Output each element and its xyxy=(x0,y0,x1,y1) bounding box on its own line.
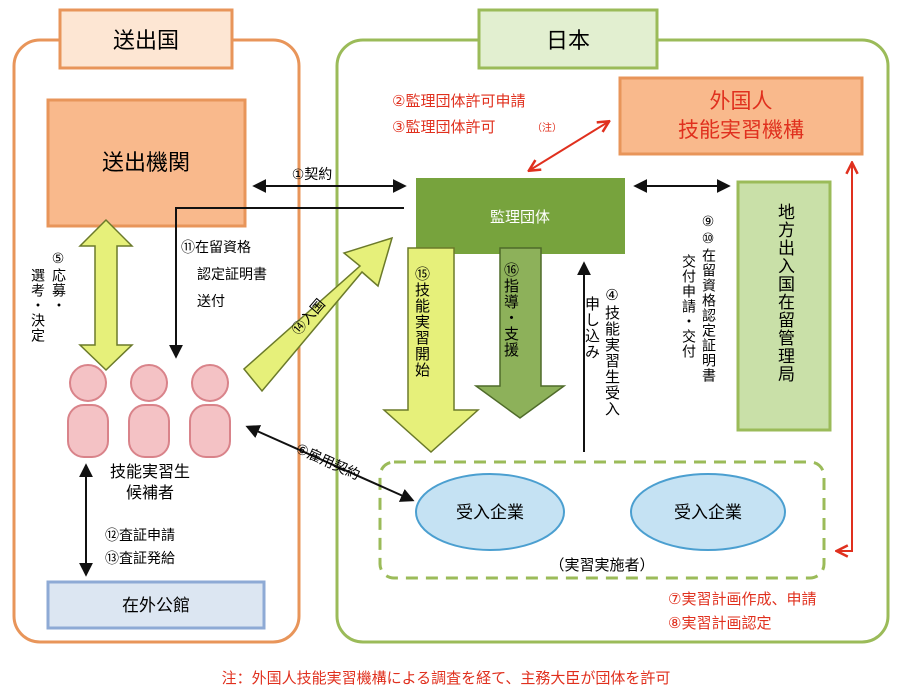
embassy-label: 在外公館 xyxy=(122,596,190,616)
step2-label: ②監理団体許可申請 xyxy=(392,92,525,110)
oti-box xyxy=(618,76,864,156)
step15-label: ⑮技能実習開始 xyxy=(413,266,431,378)
step12-label: ⑫査証申請 xyxy=(105,528,175,544)
step6-label: ⑥雇用契約 xyxy=(293,440,363,483)
company-ellipse-1 xyxy=(415,473,565,551)
training-plan-arrow xyxy=(838,164,852,551)
employment-contract-arrow xyxy=(245,425,415,502)
sending-country-label-box xyxy=(58,8,234,70)
step9-label: ⑨⑩在留資格認定証明書 xyxy=(700,214,716,383)
company-ellipse-2 xyxy=(630,473,786,551)
coe-sending-arrow xyxy=(169,207,404,359)
implementers-label: （実習実施者） xyxy=(549,556,654,574)
step5-label-b: 選考・決定 xyxy=(29,268,45,343)
implementers-group xyxy=(378,460,826,580)
sending-organization-box xyxy=(46,98,247,228)
step11-label-line1: ⑪在留資格 xyxy=(181,240,251,256)
license-application-arrow xyxy=(530,122,608,170)
japan-label: 日本 xyxy=(546,29,590,54)
step3-label: ③監理団体許可 xyxy=(392,118,495,136)
guidance-support-arrow xyxy=(473,247,567,419)
supervising-organization-label: 監理団体 xyxy=(490,208,550,226)
step7-label: ⑦実習計画作成、申請 xyxy=(668,590,816,608)
company-label-2: 受入企業 xyxy=(674,503,742,523)
step5-label-a: ⑤応募・ xyxy=(50,251,66,313)
step13-label: ⑬査証発給 xyxy=(105,551,175,567)
candidates-icon xyxy=(67,364,231,458)
footnote: 注：外国人技能実習機構による調査を経て、主務大臣が団体を許可 xyxy=(222,669,671,687)
embassy-box xyxy=(46,580,266,630)
candidates-label-line1: 技能実習生 xyxy=(110,462,190,481)
supervising-organization-box xyxy=(416,178,625,254)
step11-label-line2: 認定証明書 xyxy=(197,267,267,283)
entry-arrow xyxy=(242,236,394,393)
step8-label: ⑧実習計画認定 xyxy=(668,614,771,632)
sending-organization-label: 送出機関 xyxy=(102,151,190,176)
sending-country-label: 送出国 xyxy=(113,29,179,54)
oti-label-line2: 技能実習機構 xyxy=(678,118,804,142)
step9-label-b: 交付申請・交付 xyxy=(680,253,696,359)
step16-label: ⑯指導・支援 xyxy=(502,262,520,358)
step4-label: ④技能実習生受入 xyxy=(603,286,621,417)
step4-label-b: 申し込み xyxy=(583,296,601,360)
step3-note: （注） xyxy=(532,121,562,134)
company-label-1: 受入企業 xyxy=(456,503,524,523)
japan-label-box xyxy=(477,8,659,70)
training-start-arrow xyxy=(382,247,480,454)
step1-label: ①契約 xyxy=(292,167,333,183)
immigration-bureau-label: 地方出入国在留管理局 xyxy=(774,203,795,383)
immigration-bureau-box xyxy=(736,180,832,432)
candidates-label-line2: 候補者 xyxy=(126,483,174,502)
oti-label-line1: 外国人 xyxy=(710,89,773,113)
step11-label-line3: 送付 xyxy=(197,294,225,310)
application-selection-arrow xyxy=(78,218,134,372)
